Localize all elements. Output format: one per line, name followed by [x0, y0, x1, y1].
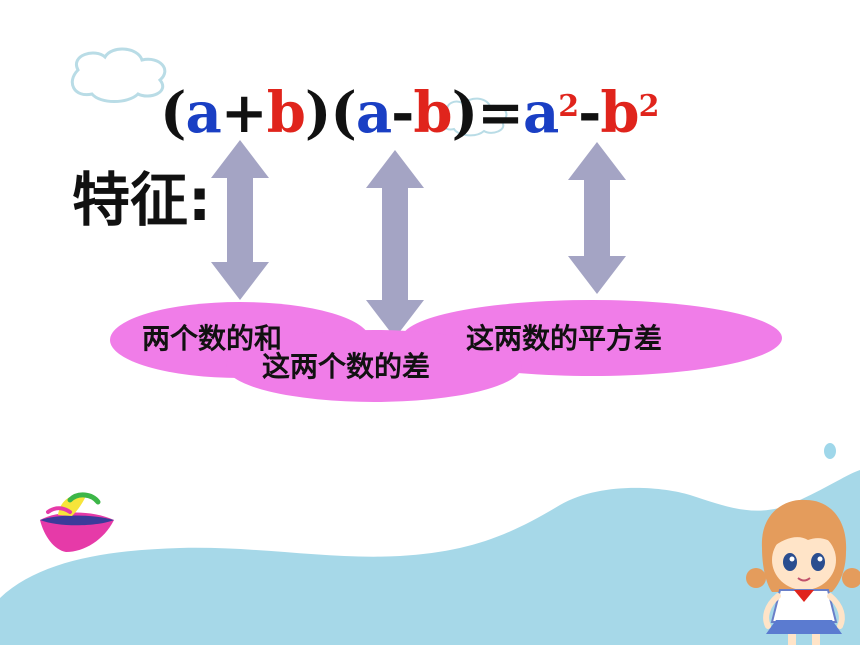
- wave-shape: [0, 470, 860, 645]
- double-arrow-icon-3: [568, 142, 626, 294]
- formula-paren: (: [330, 80, 356, 146]
- bubble-difference-text: 这两个数的差: [262, 350, 431, 383]
- double-arrow-icon-2: [366, 150, 424, 338]
- formula-equals: =: [477, 80, 524, 146]
- feature-label: 特征:: [72, 166, 212, 234]
- formula-paren: ): [451, 80, 478, 146]
- formula-paren: (: [160, 80, 186, 146]
- cartoon-girl-icon: [746, 499, 860, 645]
- bubble-sum-text: 两个数的和: [142, 322, 283, 355]
- formula-b-squared: b: [600, 80, 639, 146]
- formula-exponent: 2: [558, 89, 579, 124]
- formula-plus: +: [220, 80, 268, 146]
- formula-b: b: [413, 80, 452, 146]
- formula-minus: -: [391, 80, 414, 146]
- formula-paren: ): [304, 80, 331, 146]
- cloud-icon: [70, 47, 167, 103]
- formula-b: b: [266, 80, 306, 146]
- formula-a: a: [355, 80, 392, 146]
- formula-a-squared: a: [523, 80, 559, 146]
- formula-minus: -: [578, 80, 601, 146]
- cloud-icon-right: [441, 97, 508, 137]
- formula-a: a: [185, 80, 222, 146]
- boat-icon: [40, 492, 114, 552]
- double-arrow-icon: [211, 140, 269, 300]
- bubble-square-difference-text: 这两数的平方差: [466, 322, 663, 355]
- droplet-icon: [824, 443, 836, 459]
- bubble-difference: [226, 330, 522, 402]
- formula: (a+b)(a-b)=a2-b2: [160, 78, 660, 148]
- formula-exponent: 2: [638, 89, 660, 124]
